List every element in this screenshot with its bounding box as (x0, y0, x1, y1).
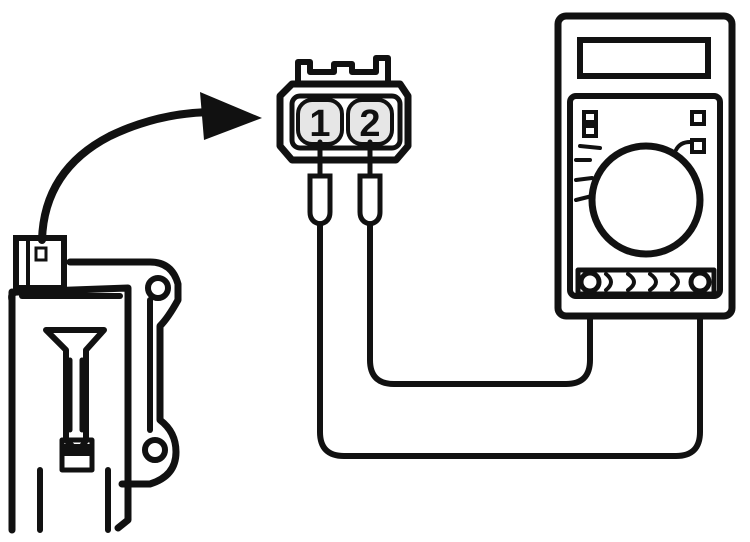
pin-label-2: 2 (359, 103, 380, 145)
connector-housing (276, 80, 412, 164)
lead-pin-1 (317, 221, 703, 459)
curved-arrow-icon (38, 92, 262, 244)
coil-connector-body (13, 235, 67, 291)
coil-body (8, 284, 132, 534)
lead-pin-2 (367, 221, 593, 387)
meter-jack-dividers (604, 272, 680, 292)
flange-hole-bottom (142, 437, 168, 463)
meter-jack-com (578, 270, 602, 294)
probe-1-handle (307, 173, 333, 227)
ignition-coil (8, 235, 182, 534)
harness-connector: 1 2 (276, 55, 412, 164)
meter-button-tl2 (582, 124, 598, 138)
flange-hole-top (145, 275, 171, 301)
meter-button-tl1 (582, 110, 598, 124)
coil-terminal-tower (43, 327, 107, 452)
test-leads (317, 221, 703, 459)
coil-connector (13, 235, 67, 291)
multimeter-icon (554, 12, 736, 320)
probe-2-handle (357, 173, 383, 227)
tower-band (64, 444, 90, 456)
meter-jack-v (688, 270, 712, 294)
meter-tick-tr (674, 140, 692, 152)
meter-scale-ticks (574, 144, 602, 202)
meter-button-tr2 (690, 138, 706, 154)
test-probes (307, 139, 383, 227)
arrow-head (200, 92, 262, 140)
meter-dial (588, 142, 704, 258)
arrow-shaft (38, 108, 219, 244)
coil-legs (37, 467, 111, 533)
pin-label-1: 1 (309, 103, 330, 145)
connector-tabs (295, 55, 391, 87)
coil-flange (66, 258, 182, 488)
tower-base (59, 437, 95, 473)
meter-jack-strip (575, 267, 717, 297)
meter-button-tr1 (690, 110, 706, 126)
coil-connector-slot (34, 246, 48, 262)
meter-display (577, 37, 711, 79)
